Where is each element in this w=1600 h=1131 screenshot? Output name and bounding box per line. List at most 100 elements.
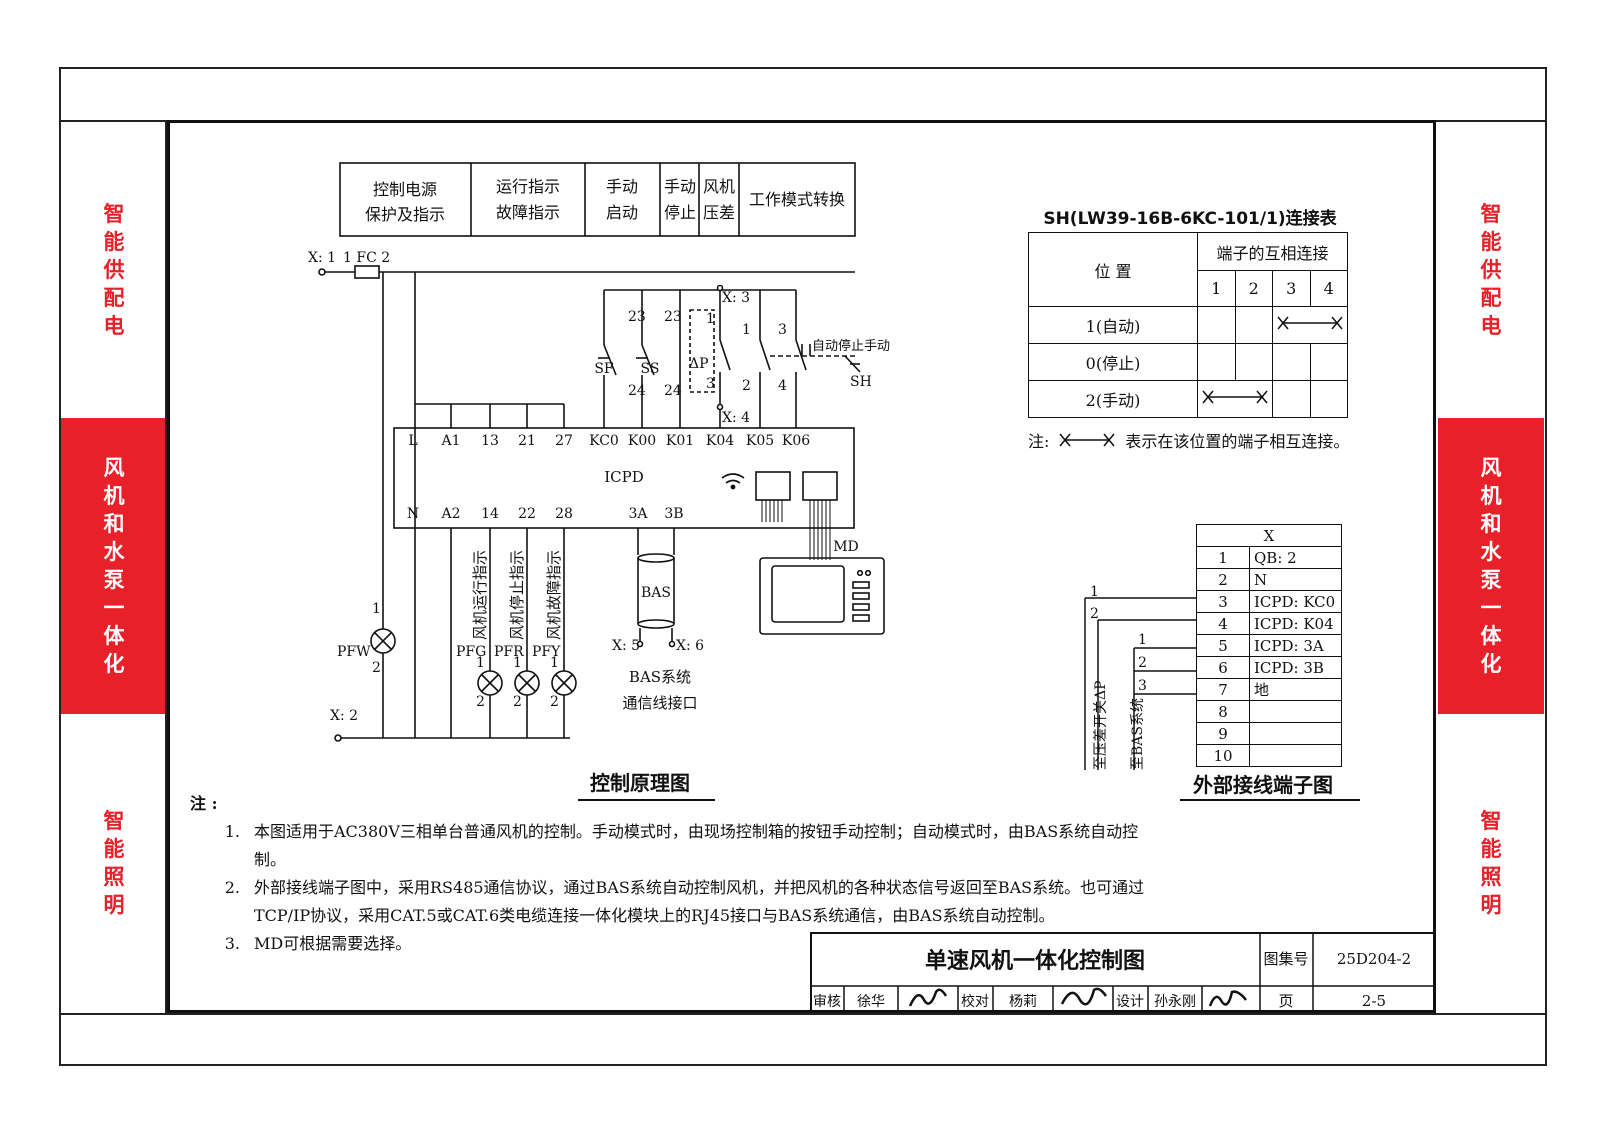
diagram-title: 控制原理图: [590, 771, 690, 795]
module-terminal: KC0: [589, 433, 619, 449]
terminal-number: 5: [1196, 634, 1250, 657]
header-label: 运行指示: [496, 177, 560, 196]
terminal-number: 7: [1196, 678, 1250, 701]
lead-label-bas: 至BAS系统: [1130, 698, 1146, 770]
side-left-fan-pump-tab[interactable]: 风机和水泵一体化: [61, 418, 167, 714]
module-terminal: 22: [518, 506, 536, 522]
contact-number: 24: [628, 383, 646, 399]
sh-note-prefix: 注:: [1028, 432, 1050, 451]
terminal-row: 10: [1196, 744, 1342, 767]
module-terminal: K06: [782, 433, 810, 449]
module-terminal: 27: [555, 433, 573, 449]
dp-label: ΔP: [689, 356, 709, 372]
sh-note-text: 表示在该位置的端子相互连接。: [1125, 432, 1350, 451]
drawing-frame: [167, 120, 1436, 1013]
terminal-connection: ICPD: 3B: [1249, 656, 1342, 679]
contact-number: 2: [476, 694, 485, 710]
module-terminal: 21: [518, 433, 536, 449]
note-text: 本图适用于AC380V三相单台普通风机的控制。手动模式时，由现场控制箱的按钮手动…: [254, 822, 1139, 869]
lead-number: 2: [1090, 606, 1099, 622]
terminal-x5-label: X: 5: [612, 638, 640, 654]
module-terminal: 3A: [628, 506, 648, 522]
notes-section: 注 : 1.本图适用于AC380V三相单台普通风机的控制。手动模式时，由现场控制…: [190, 790, 1150, 958]
check-label: 校对: [961, 993, 989, 1010]
module-terminal: K04: [706, 433, 734, 449]
module-terminal: A1: [440, 433, 460, 449]
sh-col-connection: 端子的互相连接: [1197, 232, 1348, 271]
sf-label: SF: [594, 361, 614, 377]
module-terminal: N: [407, 506, 419, 522]
review-signature: [908, 988, 948, 1007]
contact-number: 4: [778, 378, 787, 394]
side-left-lighting-tab[interactable]: 智能照明: [61, 714, 167, 1011]
connection-marker-icon: [1059, 433, 1115, 447]
terminal-number: 6: [1196, 656, 1250, 679]
contact-number: 2: [742, 378, 751, 394]
module-terminal: A2: [440, 506, 460, 522]
side-left-power-tab[interactable]: 智能供配电: [61, 122, 167, 418]
header-label: 手动: [664, 177, 696, 196]
md-label: MD: [833, 539, 859, 555]
lead-number: 1: [1090, 584, 1099, 600]
header-label: 压差: [703, 203, 735, 222]
design-signature: [1208, 990, 1247, 1007]
lamp-label-fault: 风机故障指示: [545, 550, 563, 640]
atlas-label: 图集号: [1263, 950, 1308, 968]
sh-connection-table: 位 置 端子的互相连接 1 2 3 4 1(自动) 0(停止) 2(手动): [1028, 232, 1348, 418]
bas-interface-label: BAS系统: [629, 668, 691, 686]
side-right-fan-pump-tab[interactable]: 风机和水泵一体化: [1438, 418, 1544, 714]
check-signature: [1060, 987, 1108, 1006]
header-label: 启动: [606, 203, 638, 222]
header-label: 风机: [703, 177, 735, 196]
note-item: 1.本图适用于AC380V三相单台普通风机的控制。手动模式时，由现场控制箱的按钮…: [190, 818, 1150, 874]
sh-row-label: 0(停止): [1028, 343, 1198, 381]
module-terminal: 13: [481, 433, 499, 449]
terminal-x3-label: X: 3: [722, 290, 750, 306]
page-label: 页: [1278, 992, 1293, 1010]
note-number: 2.: [224, 878, 240, 897]
side-right-power-tab[interactable]: 智能供配电: [1438, 122, 1544, 418]
terminal-number: 4: [1196, 612, 1250, 635]
lead-label-dp: 至压差开关ΔP: [1093, 680, 1109, 770]
terminal-number: 9: [1196, 722, 1250, 745]
terminal-connection: [1249, 744, 1342, 767]
icpd-label: ICPD: [604, 468, 644, 486]
terminal-x4-label: X: 4: [722, 410, 750, 426]
terminal-x1-label: X: 1: [308, 250, 336, 266]
review-name: 徐华: [857, 994, 885, 1010]
note-text: MD可根据需要选择。: [254, 934, 412, 953]
design-label: 设计: [1116, 994, 1144, 1010]
check-name: 杨莉: [1009, 994, 1037, 1010]
terminal-table-header: X: [1196, 524, 1342, 547]
sh-label: SH: [850, 374, 872, 390]
title-block: [810, 932, 1436, 1013]
header-label: 手动: [606, 177, 638, 196]
terminal-connection: QB: 2: [1249, 546, 1342, 569]
contact-number: 1: [550, 655, 559, 671]
sh-table-note: 注: 表示在该位置的端子相互连接。: [1028, 428, 1349, 452]
side-right-lighting-tab[interactable]: 智能照明: [1438, 714, 1544, 1011]
frame-bottom-band: [59, 1013, 1547, 1015]
contact-number: 2: [550, 694, 559, 710]
icpd-module: [393, 427, 855, 529]
contact-number: 2: [513, 694, 522, 710]
lamp-label-run: 风机运行指示: [471, 550, 489, 640]
contact-number: 23: [664, 309, 682, 325]
contact-number: 1: [476, 655, 485, 671]
fuse-fc-label: 1 FC 2: [343, 250, 390, 266]
terminal-row: 9: [1196, 722, 1342, 745]
page-number: 2-5: [1362, 992, 1386, 1010]
terminal-table-title: 外部接线端子图: [1193, 773, 1333, 797]
pfr-label: PFR: [494, 644, 524, 660]
header-frame: [339, 162, 856, 237]
side-left-divider: [165, 120, 167, 1013]
header-label: 故障指示: [496, 203, 560, 222]
pfw-label: PFW: [337, 644, 371, 660]
